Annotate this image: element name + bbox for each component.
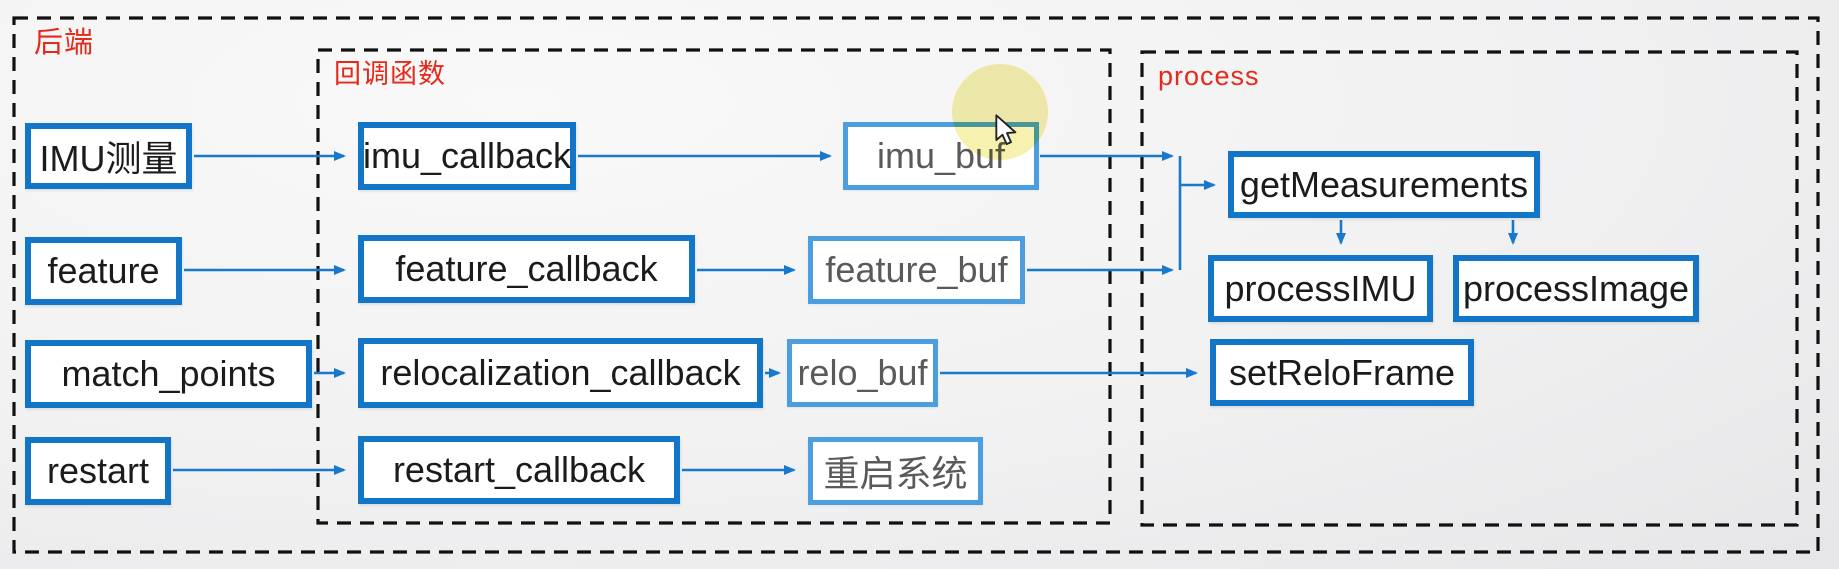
mouse-cursor-icon xyxy=(995,114,1017,146)
node-imu-input: IMU测量 xyxy=(25,123,192,189)
node-process-imu-label: processIMU xyxy=(1224,267,1417,309)
node-feature-input: feature xyxy=(25,237,182,305)
node-get-measurements: getMeasurements xyxy=(1228,151,1540,218)
node-match-points-input: match_points xyxy=(25,340,312,408)
node-imu-input-label: IMU测量 xyxy=(39,138,178,179)
node-restart-input-label: restart xyxy=(46,450,150,491)
node-relo-buf-label: relo_buf xyxy=(797,352,928,393)
node-feature-buf: feature_buf xyxy=(808,236,1025,304)
node-set-relo-frame: setReloFrame xyxy=(1210,339,1474,406)
node-process-imu: processIMU xyxy=(1208,255,1433,322)
node-restart-callback: restart_callback xyxy=(358,436,680,504)
node-feature-callback: feature_callback xyxy=(358,235,695,303)
node-feature-input-label: feature xyxy=(47,250,160,291)
node-restart-callback-label: restart_callback xyxy=(392,449,646,490)
process-container-label: process xyxy=(1158,61,1260,91)
node-imu-buf-label: imu_buf xyxy=(876,135,1006,176)
callbacks-container-label: 回调函数 xyxy=(334,59,446,89)
node-get-measurements-label: getMeasurements xyxy=(1239,163,1529,205)
node-restart-system: 重启系统 xyxy=(808,437,983,505)
node-feature-callback-label: feature_callback xyxy=(395,248,658,289)
node-feature-buf-label: feature_buf xyxy=(825,249,1008,290)
callbacks-container-border xyxy=(316,48,1112,525)
node-restart-input: restart xyxy=(25,437,171,505)
node-match-points-input-label: match_points xyxy=(61,353,276,394)
process-container-border xyxy=(1140,50,1799,527)
node-set-relo-frame-label: setReloFrame xyxy=(1228,351,1456,393)
backend-container-border xyxy=(12,16,1820,554)
node-restart-system-label: 重启系统 xyxy=(823,453,968,494)
node-process-image-label: processImage xyxy=(1462,267,1690,309)
node-relocalization-callback-label: relocalization_callback xyxy=(380,352,741,393)
node-process-image: processImage xyxy=(1453,255,1699,322)
node-imu-buf: imu_buf xyxy=(843,122,1039,190)
node-imu-callback-label: imu_callback xyxy=(362,135,572,176)
node-imu-callback: imu_callback xyxy=(358,122,576,190)
node-relo-buf: relo_buf xyxy=(787,339,938,407)
node-relocalization-callback: relocalization_callback xyxy=(358,338,763,408)
backend-container-label: 后端 xyxy=(34,27,95,59)
